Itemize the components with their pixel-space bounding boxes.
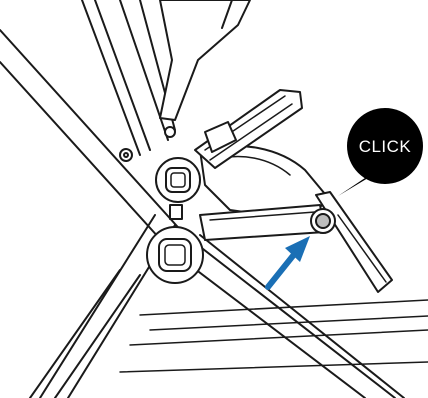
- canopy-frame: [82, 0, 302, 168]
- click-callout: CLICK: [338, 108, 423, 196]
- arrow-up-right-icon: [268, 236, 310, 287]
- lower-hub: [147, 227, 203, 283]
- release-button-icon[interactable]: [311, 209, 335, 233]
- click-label: CLICK: [359, 137, 412, 156]
- upper-hub: [156, 158, 200, 202]
